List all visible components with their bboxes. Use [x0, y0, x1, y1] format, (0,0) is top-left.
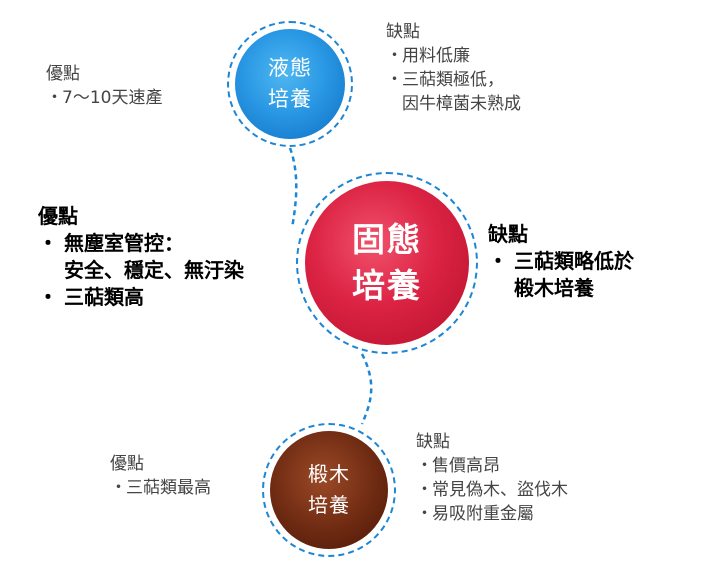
- wood-culture-label-line1: 椴木: [308, 462, 350, 486]
- liquid-pros-heading: 優點: [46, 64, 80, 84]
- solid-pros-item-continued: 安全、穩定、無汙染: [64, 258, 244, 282]
- liquid-cons-heading: 缺點: [386, 22, 420, 42]
- wood-cons-item: 售價高昂: [432, 456, 500, 476]
- wood-pros-item: 三萜類最高: [126, 478, 211, 498]
- liquid-culture-label-line1: 液態: [268, 56, 312, 80]
- liquid-culture-label-line2: 培養: [268, 87, 312, 111]
- wood-cons-block: 缺點 ・售價高昂 ・常見偽木、盜伐木 ・易吸附重金屬: [416, 430, 568, 526]
- solid-culture-node: 固態 培養: [296, 172, 478, 354]
- liquid-cons-block: 缺點 ・用料低廉 ・三萜類極低， 因牛樟菌未熟成: [386, 20, 521, 116]
- list-item: ・三萜類高: [38, 285, 144, 309]
- list-item: ・用料低廉: [386, 46, 470, 66]
- list-item: ・三萜類最高: [110, 478, 211, 498]
- solid-pros-block: 優點 ・無塵室管控： 安全、穩定、無汙染 ・三萜類高: [38, 202, 244, 311]
- solid-culture-label-line2: 培養: [352, 266, 422, 305]
- connector-liquid-to-solid: [288, 147, 298, 229]
- liquid-culture-disc: [235, 29, 345, 139]
- list-item: ・三萜類極低， 因牛樟菌未熟成: [386, 70, 521, 114]
- connector-solid-to-wood: [360, 353, 373, 425]
- liquid-pros-block: 優點 ・7～10天速產: [46, 62, 162, 110]
- liquid-culture-node: 液態 培養: [227, 21, 353, 147]
- liquid-pros-item: 7～10天速產: [62, 88, 163, 108]
- solid-pros-item: 三萜類高: [64, 285, 144, 309]
- wood-culture-node: 椴木 培養: [262, 423, 396, 557]
- wood-culture-label-line2: 培養: [308, 493, 350, 517]
- solid-pros-heading: 優點: [38, 204, 78, 228]
- wood-cons-item: 常見偽木、盜伐木: [432, 480, 568, 500]
- solid-cons-block: 缺點 ・三萜類略低於 椴木培養: [488, 220, 634, 302]
- list-item: ・無塵室管控： 安全、穩定、無汙染: [38, 231, 244, 282]
- list-item: ・售價高昂: [416, 456, 500, 476]
- solid-cons-heading: 缺點: [488, 222, 528, 246]
- wood-culture-disc: [270, 431, 388, 549]
- list-item: ・常見偽木、盜伐木: [416, 480, 568, 500]
- solid-pros-item: 無塵室管控：: [64, 231, 184, 255]
- solid-cons-item: 三萜類略低於: [514, 249, 634, 273]
- solid-cons-item-continued: 椴木培養: [514, 276, 594, 300]
- liquid-cons-item: 三萜類極低，: [402, 70, 504, 90]
- wood-cons-item: 易吸附重金屬: [432, 504, 534, 524]
- list-item: ・易吸附重金屬: [416, 504, 534, 524]
- wood-pros-block: 優點 ・三萜類最高: [110, 452, 211, 500]
- liquid-cons-item: 用料低廉: [402, 46, 470, 66]
- wood-cons-heading: 缺點: [416, 432, 450, 452]
- solid-culture-disc: [305, 181, 469, 345]
- wood-pros-heading: 優點: [110, 454, 144, 474]
- solid-culture-label-line1: 固態: [352, 220, 422, 259]
- list-item: ・三萜類略低於 椴木培養: [488, 249, 634, 300]
- list-item: ・7～10天速產: [46, 88, 163, 108]
- liquid-cons-item-continued: 因牛樟菌未熟成: [402, 94, 521, 114]
